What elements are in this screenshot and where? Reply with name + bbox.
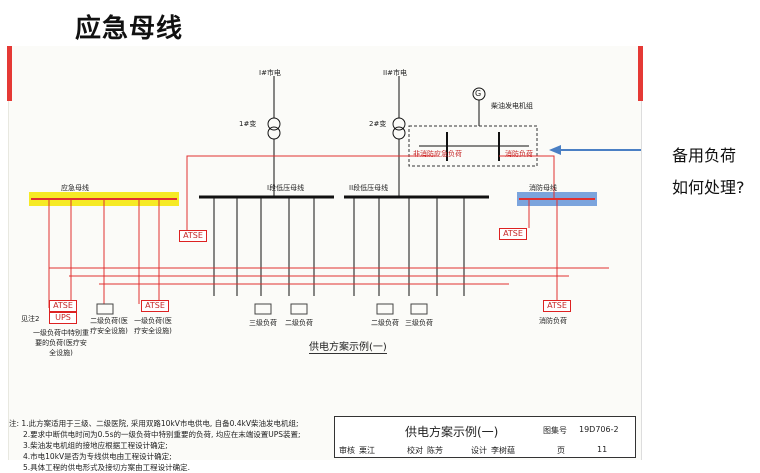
page-label: 页	[557, 446, 565, 455]
bus-feeders	[213, 197, 465, 296]
transformer-2-label: 2#变	[369, 120, 387, 128]
page-number: 11	[597, 445, 608, 454]
load-label-fire: 消防负荷	[539, 317, 567, 325]
load-label-second-1: 二级负荷	[285, 319, 313, 327]
single-line-diagram	[29, 76, 641, 315]
side-annotation-line-2: 如何处理?	[672, 178, 745, 197]
non-fire-emergency-label: 非消防应急负荷	[413, 150, 462, 158]
source-2-label: II#市电	[383, 69, 407, 77]
emergency-bus-label: 应急母线	[61, 184, 89, 192]
atse-box-3: ATSE	[49, 300, 77, 312]
ups-box: UPS	[49, 312, 77, 324]
atse-box-1: ATSE	[179, 230, 207, 242]
bus-1-label: I段低压母线	[267, 184, 305, 192]
load-label-first-special: 一级负荷中特别重要的负荷(医疗安全设施)	[33, 329, 89, 357]
atse-box-4: ATSE	[141, 300, 169, 312]
load-label-first-medical: 一级负荷(医疗安全设施)	[134, 317, 172, 335]
design-label: 设计	[471, 446, 487, 455]
transformer-1-symbol	[267, 117, 281, 131]
note-line: 2.要求中断供电时间为0.5s的一级负荷中特别重要的负荷, 均应在末端设置UPS…	[23, 430, 301, 439]
review-label: 审核	[339, 446, 355, 455]
frame-marker-right	[638, 46, 643, 101]
fire-load-label: 消防负荷	[505, 150, 533, 158]
side-annotation-line-1: 备用负荷	[672, 146, 737, 165]
page-title: 应急母线	[75, 14, 184, 44]
atse-box-2: ATSE	[499, 228, 527, 240]
see-note-label: 见注2	[21, 315, 40, 323]
drawing-sheet: I#市电 II#市电 1#变 2#变 G 柴油发电机组 非消防应急负荷 消防负荷…	[7, 46, 643, 472]
generator-label: 柴油发电机组	[491, 102, 533, 110]
load-boxes	[96, 303, 428, 315]
generator-letter: G	[475, 89, 482, 98]
note-line: 5.具体工程的供电形式及接切方案由工程设计确定.	[23, 463, 191, 472]
load-label-second-medical: 二级负荷(医疗安全设施)	[90, 317, 128, 335]
side-annotation: 备用负荷 如何处理?	[672, 140, 760, 204]
transformer-1-label: 1#变	[239, 120, 257, 128]
title-block: 供电方案示例(一) 图集号 19D706-2 审核 栗江 校对 陈芳 设计 李树…	[334, 416, 636, 458]
load-label-third-1: 三级负荷	[249, 319, 277, 327]
generator-switch-box	[408, 125, 538, 167]
transformer-2-symbol	[392, 117, 406, 131]
note-line: 注: 1.此方案适用于三级、二级医院, 采用双路10kV市电供电, 自备0.4k…	[9, 419, 299, 428]
atlas-number: 19D706-2	[579, 425, 619, 434]
reviewer-name: 栗江	[359, 446, 375, 455]
load-label-third-2: 三级负荷	[405, 319, 433, 327]
atse-box-5: ATSE	[543, 300, 571, 312]
designer-name: 李树蕴	[491, 446, 515, 455]
title-block-name: 供电方案示例(一)	[405, 425, 499, 439]
atlas-label: 图集号	[543, 426, 567, 435]
source-1-label: I#市电	[259, 69, 281, 77]
note-line: 4.市电10kV是否为专线供电由工程设计确定;	[23, 452, 172, 461]
fire-bus-label: 消防母线	[529, 184, 557, 192]
bus-2-label: II段低压母线	[349, 184, 389, 192]
note-line: 3.柴油发电机组的接地应根据工程设计确定;	[23, 441, 168, 450]
scheme-title: 供电方案示例(一)	[309, 338, 387, 354]
checker-name: 陈芳	[427, 446, 443, 455]
check-label: 校对	[407, 446, 423, 455]
load-label-second-2: 二级负荷	[371, 319, 399, 327]
frame-marker-left	[7, 46, 12, 101]
